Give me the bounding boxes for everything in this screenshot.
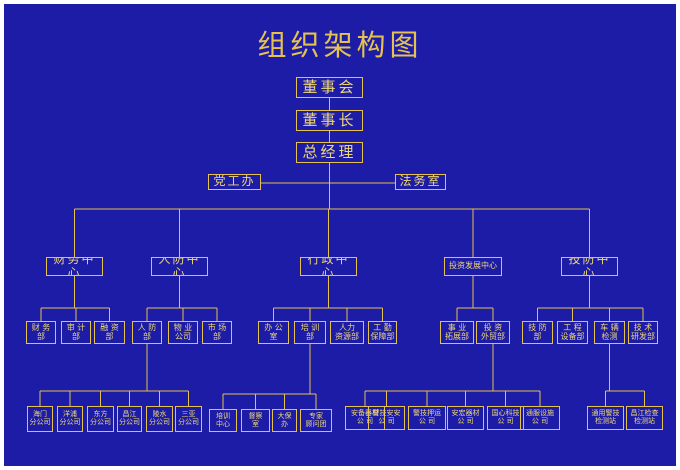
branch-box: 陵水 分公司 (146, 406, 173, 432)
chart-title: 组织架构图 (257, 28, 423, 62)
center-tech-defense: 技防中心 (561, 257, 618, 276)
dept-box: 技 术 研发部 (628, 321, 658, 344)
branch-box: 昌江检查 检测站 (626, 406, 663, 430)
branch-box: 专家 顾问团 (300, 409, 332, 432)
branch-box: 通服设施 公 司 (520, 406, 560, 430)
legal-office-box: 法务室 (395, 174, 446, 190)
branch-box: 海门 分公司 (27, 406, 53, 432)
dept-box: 融 资 部 (94, 321, 125, 344)
connector-lines (39, 98, 645, 409)
dept-box: 技 防 部 (522, 321, 553, 344)
dept-box: 培 训 部 (294, 321, 326, 344)
branch-box: 警技押运 公 司 (408, 406, 446, 430)
center-admin: 行政中心 (300, 257, 357, 276)
dept-box: 市 场 部 (202, 321, 232, 344)
branch-box: 培训 中心 (209, 409, 237, 432)
general-manager-box: 总经理 (296, 142, 363, 163)
branch-box: 洋浦 分公司 (57, 406, 83, 432)
board-box: 董事会 (296, 77, 363, 98)
org-chart-canvas: 组织架构图 董事会 董事长 总经理 党工办 法务室 财务中心 人防中心 行政中心… (4, 4, 676, 466)
dept-box: 财 务 部 (26, 321, 56, 344)
branch-box: 督察 室 (241, 409, 270, 432)
dept-box: 物 业 公司 (168, 321, 198, 344)
branch-box: 国心科技 公 司 (487, 406, 524, 430)
branch-box: 大保 办 (272, 409, 297, 432)
dept-box: 事 业 拓展部 (440, 321, 474, 344)
center-investment: 投资发展中心 (444, 257, 502, 276)
party-office-box: 党工办 (208, 174, 261, 190)
dept-box: 投 资 外贸部 (476, 321, 510, 344)
center-finance: 财务中心 (46, 257, 103, 276)
dept-box: 办 公 室 (258, 321, 289, 344)
dept-box: 车 辆 检测 (594, 321, 625, 344)
branch-box: 安备器材 公 司 (345, 406, 385, 430)
dept-box: 工 勤 保障部 (368, 321, 397, 344)
branch-box: 警技安安 公 司 (368, 406, 405, 430)
branch-box: 通用警技 检测站 (587, 406, 624, 430)
dept-box: 审 计 部 (61, 321, 91, 344)
branch-box: 东方 分公司 (87, 406, 114, 432)
dept-box: 人 防 部 (132, 321, 162, 344)
branch-box: 昌江 分公司 (117, 406, 142, 432)
branch-box: 安宏器材 公 司 (447, 406, 484, 430)
branch-box: 三亚 分公司 (175, 406, 202, 432)
dept-box: 人力 资源部 (330, 321, 364, 344)
dept-box: 工 程 设备部 (557, 321, 588, 344)
chairman-box: 董事长 (296, 110, 363, 131)
center-civil-defense: 人防中心 (151, 257, 208, 276)
